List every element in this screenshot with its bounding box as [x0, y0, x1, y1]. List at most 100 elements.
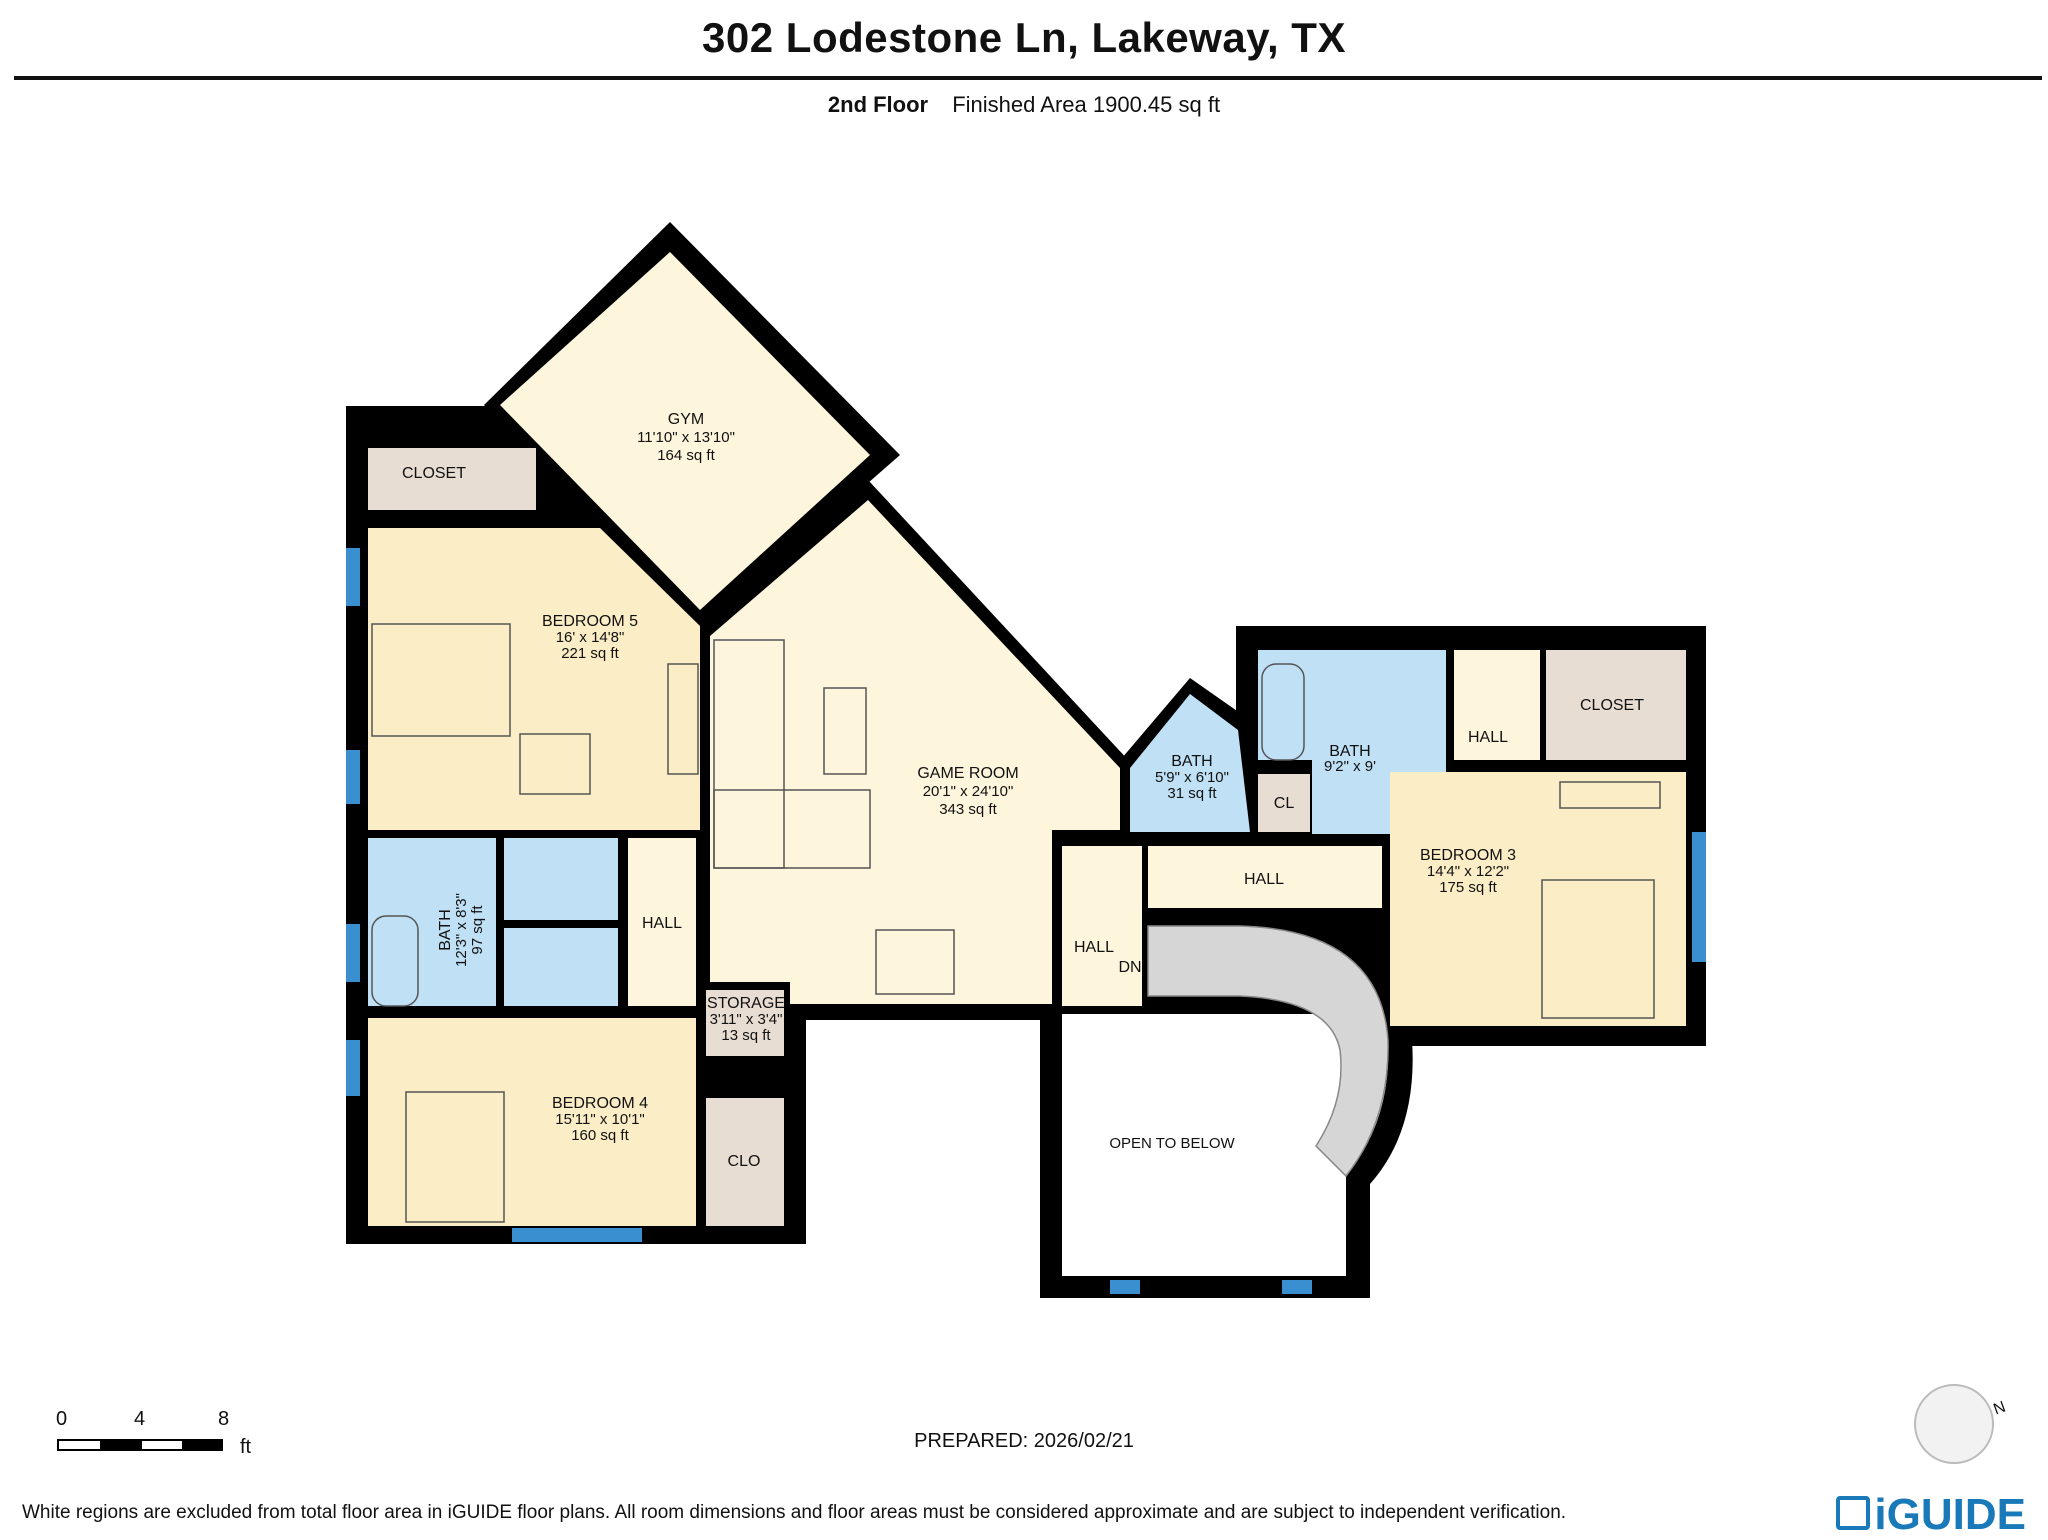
- title-rule: [14, 76, 2042, 80]
- hall-left-name: HALL: [642, 915, 682, 932]
- dresser: [1559, 781, 1661, 809]
- game-room-area: 343 sq ft: [939, 801, 997, 818]
- window: [512, 1228, 642, 1242]
- bath-left-name: BATH: [437, 909, 454, 950]
- bedroom3-dims: 14'4" x 12'2": [1427, 863, 1509, 880]
- bath-left-label: BATH 12'3" x 8'3" 97 sq ft: [437, 893, 486, 967]
- game-room-name: GAME ROOM: [917, 765, 1018, 782]
- bathtub: [1261, 663, 1305, 761]
- room-labels: GYM 11'10" x 13'10" 164 sq ft CLOSET BED…: [402, 411, 1644, 1170]
- disclaimer: White regions are excluded from total fl…: [22, 1502, 1567, 1523]
- gym-floor: [500, 252, 870, 610]
- stairs-dn: DN: [1118, 959, 1141, 976]
- bedroom3-name: BEDROOM 3: [1420, 847, 1516, 864]
- bed: [1541, 879, 1655, 1019]
- window: [346, 750, 360, 804]
- hall-center-name: HALL: [1244, 871, 1284, 888]
- spiral-stair: [1147, 925, 1389, 1178]
- closet-left-name: CLOSET: [402, 465, 466, 482]
- bedroom3-floor: [1390, 772, 1686, 1026]
- compass-icon: [1914, 1384, 1994, 1464]
- address-title: 302 Lodestone Ln, Lakeway, TX: [702, 14, 1346, 61]
- closet-left-floor: [368, 448, 536, 510]
- gym-dims: 11'10" x 13'10": [637, 429, 735, 446]
- windows: [346, 548, 1706, 1294]
- hall-center-floor: [1148, 846, 1382, 908]
- vanity-lower-floor: [504, 928, 618, 1006]
- bathtub: [371, 915, 419, 1007]
- scale-tick-8: 8: [218, 1408, 230, 1430]
- open-to-below-name: OPEN TO BELOW: [1109, 1135, 1235, 1152]
- bath-small-area: 31 sq ft: [1167, 785, 1217, 802]
- window: [346, 924, 360, 982]
- window: [346, 548, 360, 606]
- stair-treads: [1147, 925, 1389, 1178]
- floor-label: 2nd Floor: [827, 92, 929, 117]
- tub-alcove-floor: [1258, 650, 1312, 760]
- hall-top-right-name: HALL: [1468, 729, 1508, 746]
- game-table: [875, 929, 955, 995]
- game-room-floor: [710, 500, 1120, 1004]
- prepared-date: PREPARED: 2026/02/21: [914, 1430, 1134, 1452]
- scale-bar-seg: [100, 1440, 142, 1450]
- closet-right-name: CLOSET: [1580, 697, 1644, 714]
- bedroom4-dims: 15'11" x 10'1": [555, 1111, 645, 1128]
- closet-right-floor: [1546, 650, 1686, 760]
- bath-left-dims: 12'3" x 8'3": [453, 893, 470, 967]
- bedroom4-name: BEDROOM 4: [552, 1095, 648, 1112]
- storage-floor: [706, 990, 784, 1056]
- armchair: [519, 733, 591, 795]
- window: [1692, 832, 1706, 962]
- bedroom5-floor: [368, 528, 700, 830]
- bath-small-name: BATH: [1171, 753, 1212, 770]
- scale-unit: ft: [240, 1436, 252, 1458]
- bedroom3-area: 175 sq ft: [1439, 879, 1497, 896]
- floor-summary: 2nd Floor Finished Area 1900.45 sq ft: [0, 92, 2048, 118]
- scale-bar-seg: [182, 1440, 222, 1450]
- bath-mid-dims: 9'2" x 9': [1324, 758, 1376, 775]
- gym-name: GYM: [668, 411, 704, 428]
- coffee-table: [823, 687, 867, 775]
- storage-dims: 3'11" x 3'4": [710, 1011, 783, 1028]
- bath-small-dims: 5'9" x 6'10": [1155, 769, 1229, 786]
- bath-left-floor: [368, 838, 496, 1006]
- cl-floor: [1258, 774, 1310, 832]
- iguide-logo-icon: [1836, 1496, 1871, 1531]
- iguide-logo: iGUIDE: [1836, 1490, 2026, 1540]
- cl-name: CL: [1274, 795, 1295, 812]
- window: [346, 1040, 360, 1096]
- dresser: [667, 663, 699, 775]
- clo-floor: [706, 1098, 784, 1226]
- game-room-dims: 20'1" x 24'10": [923, 783, 1014, 800]
- furniture: [371, 623, 1661, 1223]
- iguide-logo-text: iGUIDE: [1874, 1490, 2026, 1539]
- bedroom5-name: BEDROOM 5: [542, 613, 638, 630]
- room-fills: [368, 252, 1686, 1276]
- bedroom4-area: 160 sq ft: [571, 1127, 629, 1144]
- storage-name: STORAGE: [707, 995, 785, 1012]
- hall-top-right-floor: [1454, 650, 1540, 760]
- open-to-below-floor: [1062, 1014, 1389, 1276]
- scale-bar: [57, 1439, 223, 1451]
- bath-small-floor: [1130, 694, 1250, 832]
- hall-stair-name: HALL: [1074, 939, 1114, 956]
- bedroom5-area: 221 sq ft: [561, 645, 619, 662]
- bath-left-area: 97 sq ft: [469, 905, 486, 955]
- storage-area: 13 sq ft: [721, 1027, 771, 1044]
- gym-area: 164 sq ft: [657, 447, 715, 464]
- bedroom4-floor: [368, 1018, 696, 1226]
- scale-tick-0: 0: [56, 1408, 68, 1430]
- window: [1282, 1280, 1312, 1294]
- vanity-upper-floor: [504, 838, 618, 920]
- bed: [371, 623, 511, 737]
- hall-stair-floor: [1062, 846, 1142, 1006]
- scale-tick-4: 4: [134, 1408, 146, 1430]
- hall-left-floor: [628, 838, 696, 1006]
- clo-name: CLO: [728, 1153, 761, 1170]
- sofa-chaise: [713, 789, 871, 869]
- window: [1110, 1280, 1140, 1294]
- bedroom5-dims: 16' x 14'8": [556, 629, 625, 646]
- bath-mid-name: BATH: [1329, 743, 1370, 760]
- bed: [405, 1091, 505, 1223]
